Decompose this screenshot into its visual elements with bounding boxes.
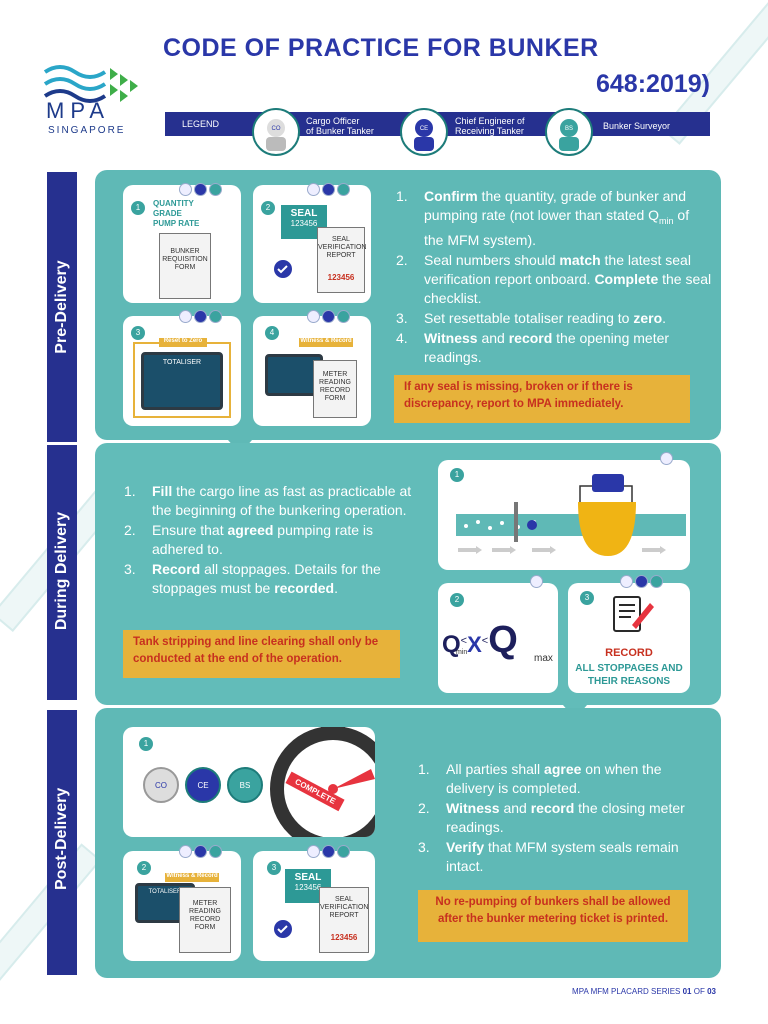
- reset-banner: Reset to Zero: [159, 338, 207, 347]
- post-delivery-warning: No re-pumping of bunkers shall be allowe…: [418, 890, 688, 942]
- q-min-label: min: [456, 649, 468, 656]
- bunker-requisition-form: BUNKER REQUISITION FORM: [159, 233, 211, 299]
- seal-verification-report: SEAL VERIFICATION REPORT 123456: [317, 227, 366, 293]
- post-delivery-tab: [47, 710, 77, 975]
- legend-label: LEGEND: [182, 119, 220, 129]
- seal-tag: SEAL 123456: [281, 205, 327, 239]
- footer-series: MPA MFM PLACARD SERIES 01 OF 03: [572, 987, 716, 996]
- step-item: 1.Fill the cargo line as fast as practic…: [124, 483, 412, 518]
- step-item: 1.Confirm the quantity, grade of bunker …: [396, 188, 690, 248]
- svg-text:CO: CO: [272, 126, 281, 132]
- stopwatch-icon: [270, 727, 375, 837]
- step-item: 2.Witness and record the closing meter r…: [418, 800, 685, 835]
- meter-reading-form: METER READING RECORD FORM: [179, 887, 231, 953]
- check-circle-icon: [274, 920, 292, 938]
- step-item: 1.All parties shall agree on when the de…: [418, 761, 662, 796]
- q-max-label: max: [534, 653, 553, 664]
- meter-reading-form: METER READING RECORD FORM: [313, 360, 357, 418]
- step-item: 2.Seal numbers should match the latest s…: [396, 251, 712, 306]
- pre-card-3: 3 Reset to Zero TOTALISER: [123, 310, 241, 426]
- pre-delivery-tab: [47, 172, 77, 442]
- pre-card-1: 1 QUANTITY GRADE PUMP RATE BUNKER REQUIS…: [123, 183, 241, 303]
- pre-delivery-warning: If any seal is missing, broken or if the…: [394, 375, 690, 423]
- step-number: 2: [137, 861, 151, 875]
- role-icons: [307, 845, 350, 858]
- witness-banner: Witness & Record: [299, 338, 353, 347]
- check-grade: GRADE: [153, 209, 182, 218]
- bunker-surveyor-icon: BS: [227, 767, 263, 803]
- role-icons: [660, 452, 673, 465]
- chief-engineer-avatar-icon: CE: [400, 108, 448, 156]
- post-card-2: 2 Witness & Record TOTALISER METER READI…: [123, 845, 241, 961]
- during-card-2: 2 Q<X<Q min max: [438, 575, 558, 693]
- step-item: 3.Record all stoppages. Details for the …: [124, 561, 381, 596]
- bunker-surveyor-avatar-icon: BS: [545, 108, 593, 156]
- step-number: 2: [261, 201, 275, 215]
- mpa-logo-icon: [43, 65, 138, 103]
- step-item: 2.Ensure that agreed pumping rate is adh…: [124, 522, 374, 557]
- step-number: 2: [450, 593, 464, 607]
- legend-role-3: Bunker Surveyor: [603, 121, 671, 131]
- page-title-line2: 648:2019): [596, 70, 710, 98]
- step-number: 1: [450, 468, 464, 482]
- post-card-1: 1 COMPLETE CO CE BS: [123, 727, 375, 837]
- step-number: 4: [265, 326, 279, 340]
- post-delivery-steps: 1.All parties shall agree on when the de…: [418, 760, 712, 877]
- during-card-1: 1: [438, 452, 690, 570]
- step-item: 4.Witness and record the opening meter r…: [396, 329, 670, 365]
- during-delivery-steps: 1.Fill the cargo line as fast as practic…: [124, 482, 416, 599]
- page-title: CODE OF PRACTICE FOR BUNKER: [163, 34, 599, 62]
- cargo-officer-avatar-icon: CO: [252, 108, 300, 156]
- role-icons: [307, 310, 350, 323]
- role-icons: [179, 845, 222, 858]
- during-card-3: 3 RECORD ALL STOPPAGES AND THEIR REASONS: [568, 575, 690, 693]
- step-number: 3: [267, 861, 281, 875]
- role-icons: [179, 310, 222, 323]
- pre-delivery-steps: 1.Confirm the quantity, grade of bunker …: [396, 187, 712, 368]
- pre-delivery-label: Pre-Delivery: [53, 260, 70, 354]
- pre-card-4: 4 Witness & Record METER READING RECORD …: [253, 310, 371, 426]
- role-icons: [620, 575, 663, 588]
- during-delivery-warning: Tank stripping and line clearing shall o…: [123, 630, 400, 678]
- record-title: RECORD: [605, 647, 653, 659]
- logo-text: MPA: [46, 98, 111, 123]
- record-subtitle: ALL STOPPAGES AND THEIR REASONS: [575, 663, 683, 687]
- role-icons: [179, 183, 222, 196]
- totaliser-screen: TOTALISER: [141, 352, 223, 410]
- pipeline-meter-icon: [456, 474, 686, 556]
- role-icons: [307, 183, 350, 196]
- svg-text:BS: BS: [565, 126, 573, 132]
- step-number: 1: [139, 737, 153, 751]
- chief-engineer-icon: CE: [185, 767, 221, 803]
- check-pump-rate: PUMP RATE: [153, 219, 200, 228]
- step-number: 1: [131, 201, 145, 215]
- role-icons: [530, 575, 543, 588]
- check-circle-icon: [274, 260, 292, 278]
- post-delivery-label: Post-Delivery: [53, 787, 70, 890]
- seal-verification-report: SEAL VERIFICATION REPORT 123456: [319, 887, 369, 953]
- all-parties-icons: CO CE BS: [143, 767, 263, 803]
- step-number: 3: [580, 591, 594, 605]
- step-number: 3: [131, 326, 145, 340]
- pumping-rate-formula: Q<X<Q: [442, 619, 518, 661]
- pre-card-2: 2 SEAL 123456 SEAL VERIFICATION REPORT 1…: [253, 183, 371, 303]
- step-item: 3.Set resettable totaliser reading to ze…: [396, 309, 667, 326]
- check-quantity: QUANTITY: [153, 199, 194, 208]
- witness-banner: Witness & Record: [165, 873, 219, 882]
- svg-text:CE: CE: [420, 126, 428, 132]
- during-delivery-label: During Delivery: [53, 511, 70, 631]
- post-card-3: 3 SEAL 123456 SEAL VERIFICATION REPORT 1…: [253, 845, 375, 961]
- step-item: 3.Verify that MFM system seals remain in…: [418, 839, 679, 874]
- check-list: QUANTITY GRADE PUMP RATE: [153, 199, 199, 229]
- clipboard-pencil-icon: [613, 596, 654, 632]
- cargo-officer-icon: CO: [143, 767, 179, 803]
- during-delivery-tab: [47, 445, 77, 700]
- logo-subtext: SINGAPORE: [48, 125, 126, 136]
